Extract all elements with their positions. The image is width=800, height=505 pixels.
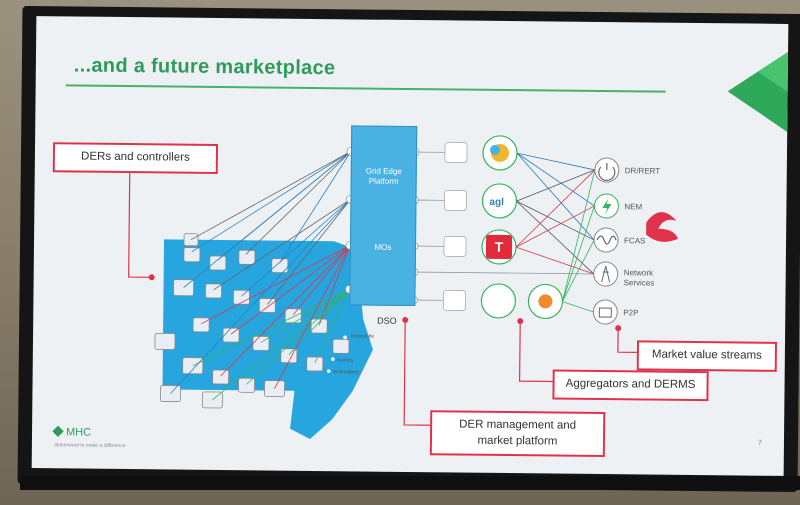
map-label-sydney: Sydney bbox=[336, 357, 354, 364]
grid-edge-platform: Grid Edge Platform MOs bbox=[349, 125, 418, 307]
tesla-logo bbox=[485, 234, 513, 260]
callout-market-value-streams: Market value streams bbox=[636, 340, 778, 372]
tv-bottom-bezel bbox=[20, 476, 800, 490]
connection-lines bbox=[170, 151, 352, 401]
agl-logo-label: agl bbox=[489, 196, 504, 208]
callout-aggregators-and-derms: Aggregators and DERMS bbox=[552, 369, 709, 401]
mhc-logo: MHC bbox=[52, 425, 92, 439]
tower-icon bbox=[601, 265, 611, 283]
callout-der-management-platform: DER management and market platform bbox=[429, 410, 606, 458]
house-icon bbox=[598, 307, 612, 318]
slide-page-number: 7 bbox=[758, 439, 762, 447]
platform-output-lines bbox=[417, 151, 594, 301]
platform-mos-label: MOs bbox=[374, 242, 392, 252]
callout-der-platform-line2: market platform bbox=[477, 434, 558, 448]
wave-icon bbox=[596, 235, 617, 245]
service-label-network-services: Network Services bbox=[623, 268, 655, 288]
corner-decoration-icon bbox=[727, 51, 789, 132]
power-icon bbox=[598, 163, 616, 181]
meter-icons bbox=[442, 141, 468, 311]
service-link-lines bbox=[515, 152, 596, 313]
network-diagram: T bbox=[128, 135, 679, 439]
svg-text:T: T bbox=[495, 239, 504, 255]
service-icon-circles bbox=[592, 157, 620, 325]
service-label-p2p: P2P bbox=[623, 308, 639, 318]
map-label-wollongong: Wollongong bbox=[332, 369, 360, 376]
callout-der-platform-line1: DER management and bbox=[459, 418, 577, 432]
participant-circles bbox=[480, 135, 564, 320]
der-device-icons bbox=[154, 233, 350, 409]
callout-ders-and-controllers: DERs and controllers bbox=[52, 142, 219, 174]
brand-tagline: determined to make a difference bbox=[53, 442, 126, 450]
dso-label: DSO bbox=[377, 315, 397, 326]
service-label-dr-rert: DR/RERT bbox=[624, 166, 661, 176]
presentation-slide: ...and a future marketplace bbox=[31, 16, 789, 476]
mhc-logo-text: MHC bbox=[65, 426, 92, 439]
lightning-icon bbox=[602, 198, 612, 216]
service-label-nem: NEM bbox=[624, 202, 643, 212]
aggregator-logo bbox=[538, 294, 553, 309]
callout-leaders bbox=[128, 157, 637, 426]
map-label-newcastle: Newcastle bbox=[351, 333, 375, 340]
red-swirl-logo bbox=[646, 212, 679, 242]
service-label-fcas: FCAS bbox=[624, 236, 646, 246]
mhc-diamond-icon bbox=[52, 425, 64, 437]
platform-label-line1: Grid Edge bbox=[365, 166, 402, 176]
platform-label-line2: Platform bbox=[368, 176, 399, 186]
